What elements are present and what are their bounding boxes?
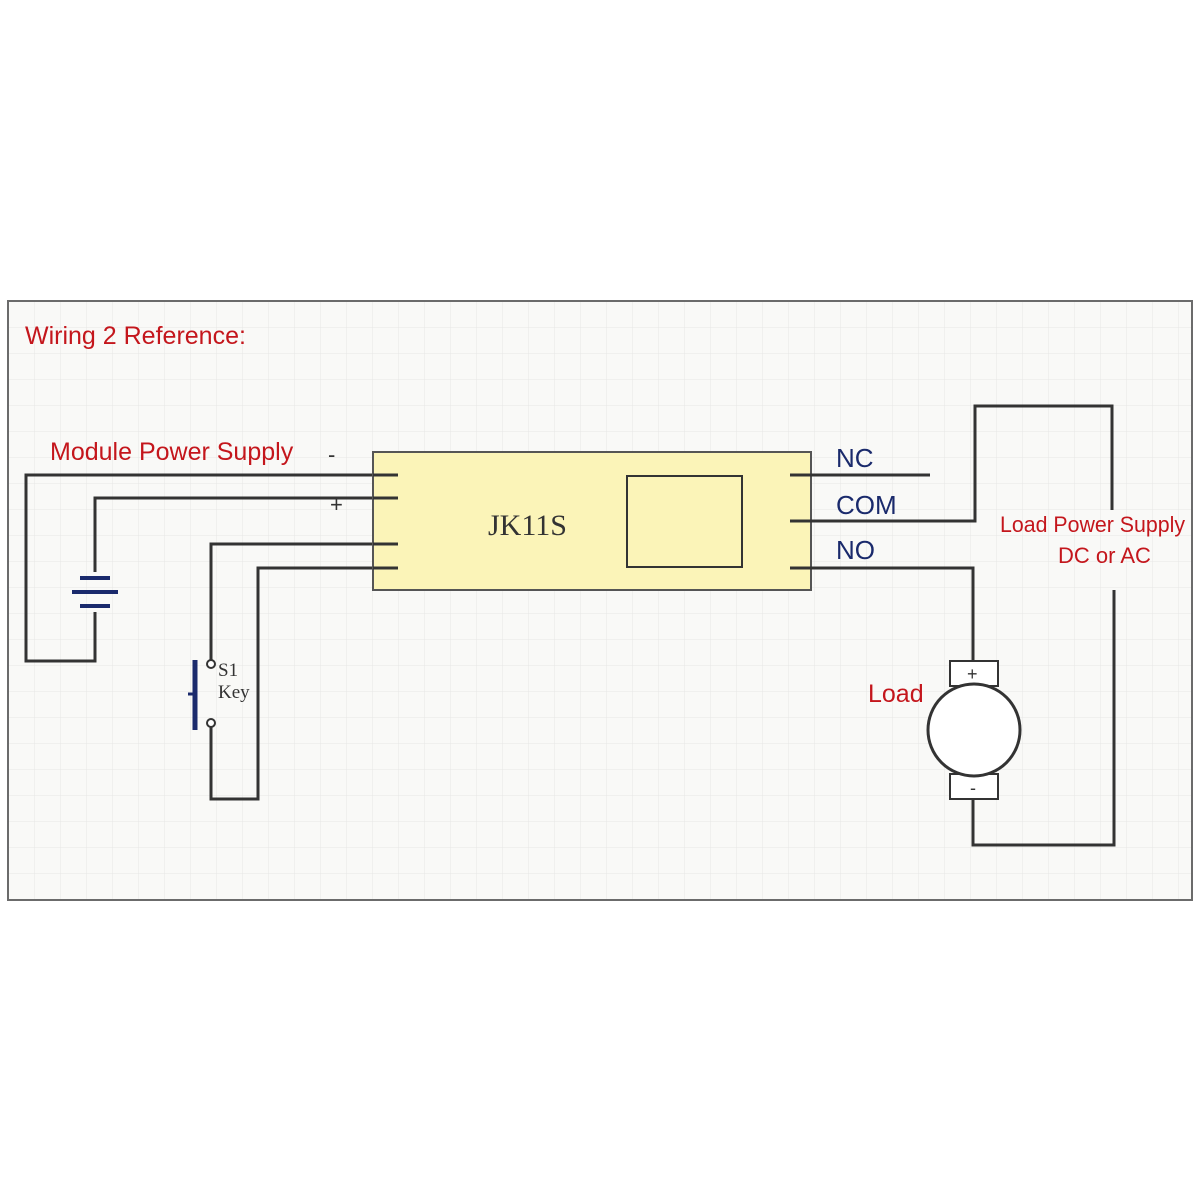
module-name: JK11S (488, 509, 567, 542)
switch-id-label: S1 (218, 660, 238, 681)
battery-icon (72, 576, 118, 608)
module-display (626, 475, 743, 568)
jk11s-module (372, 451, 812, 591)
motor-icon (926, 660, 1022, 800)
motor-plus-label: + (967, 664, 978, 684)
load-power-supply-label: Load Power Supply (1000, 512, 1185, 537)
switch-key-label: Key (218, 682, 250, 703)
load-label: Load (868, 680, 924, 708)
supply-minus-label: - (328, 442, 335, 467)
grid-background (9, 302, 1191, 899)
module-input-pins (373, 473, 398, 570)
module-power-supply-label: Module Power Supply (50, 438, 294, 466)
motor-minus-label: - (970, 778, 976, 798)
supply-plus-label: + (330, 492, 343, 517)
load-power-supply-type: DC or AC (1058, 543, 1151, 568)
diagram-title: Wiring 2 Reference: (25, 322, 246, 350)
terminal-no-label: NO (836, 535, 875, 565)
terminal-com-label: COM (836, 490, 897, 520)
terminal-nc-label: NC (836, 443, 874, 473)
relay-output-wiring (790, 404, 1116, 847)
module-supply-wiring (24, 473, 398, 801)
push-switch-icon (188, 659, 216, 730)
